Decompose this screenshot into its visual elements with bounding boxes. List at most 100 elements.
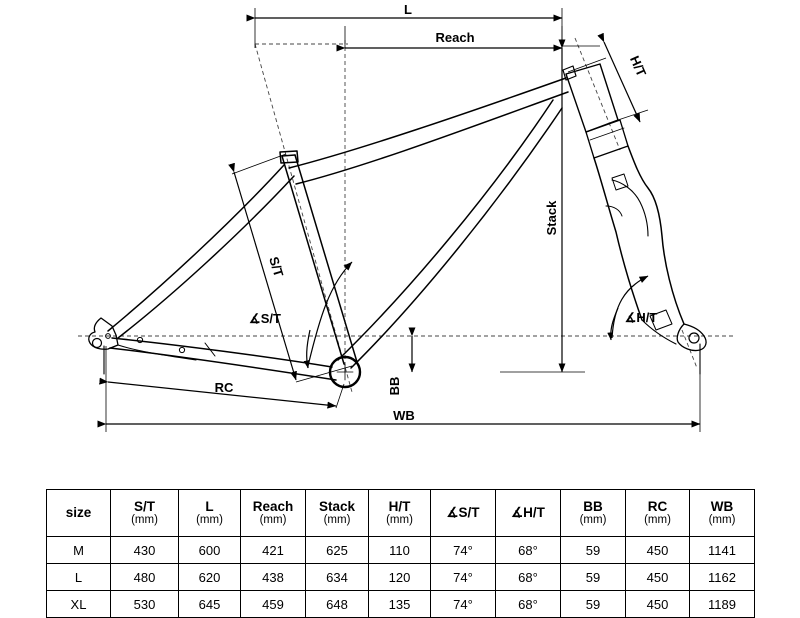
table-header-st-angle: ∡S/T	[430, 489, 496, 537]
geometry-table-wrapper: size S/T (mm) L (mm) Reach (mm) Stack (m…	[46, 489, 755, 618]
witness-st-top	[231, 153, 287, 175]
front-axle	[688, 332, 700, 344]
cell-st: 430	[110, 536, 179, 564]
cell-reach: 421	[240, 536, 306, 564]
header-label: ∡H/T	[511, 504, 545, 520]
brake-mount-lower	[178, 346, 186, 354]
header-label: WB	[710, 498, 734, 514]
label-stack: Stack	[544, 200, 559, 235]
chainstay-bridge	[204, 342, 216, 357]
label-reach: Reach	[435, 30, 474, 45]
seat-lug	[279, 150, 299, 164]
fork-crown-shoulder	[611, 179, 649, 237]
dimension-line-head-tube	[597, 32, 641, 123]
cell-bb: 59	[560, 590, 626, 618]
cell-stack: 625	[305, 536, 369, 564]
cell-reach: 459	[240, 590, 306, 618]
cell-bb: 59	[560, 536, 626, 564]
header-label: BB	[583, 498, 603, 514]
header-unit: (mm)	[196, 514, 223, 527]
label-seat-tube: S/T	[266, 255, 286, 279]
header-label: size	[65, 504, 92, 520]
label-length: L	[404, 2, 412, 17]
top-tube-upper-wall	[288, 77, 567, 169]
fork-tip-inner	[641, 319, 677, 345]
frame-geometry-diagram: L Reach Stack H/T S/T ∡S/T ∡H/T BB RC WB	[78, 2, 735, 432]
label-bottom-bracket: BB	[387, 377, 402, 396]
dimension-lines	[97, 14, 701, 428]
cell-ht: 120	[368, 563, 431, 591]
header-label: Reach	[252, 498, 294, 514]
cell-stack: 634	[305, 563, 369, 591]
cell-rc: 450	[625, 536, 690, 564]
top-tube-lower-wall	[295, 91, 569, 185]
cell-l: 600	[178, 536, 241, 564]
cell-rc: 450	[625, 563, 690, 591]
table-header-bb: BB (mm)	[560, 489, 626, 537]
header-label: ∡S/T	[446, 504, 480, 520]
cell-wb: 1162	[689, 563, 755, 591]
seat-tube-right-wall	[294, 154, 358, 363]
cell-bb: 59	[560, 563, 626, 591]
rear-axle	[91, 337, 103, 349]
label-seat-tube-angle: ∡S/T	[249, 311, 281, 326]
table-header-row: size S/T (mm) L (mm) Reach (mm) Stack (m…	[46, 489, 755, 537]
cell-st-angle: 74°	[430, 563, 496, 591]
angle-arc-st-down	[303, 329, 311, 369]
table-header-stack: Stack (mm)	[305, 489, 369, 537]
cell-st-angle: 74°	[430, 590, 496, 618]
header-unit: (mm)	[386, 514, 413, 527]
angle-arc-head-tube	[611, 275, 649, 339]
cell-size: L	[46, 563, 111, 591]
header-unit: (mm)	[131, 514, 158, 527]
cell-ht-angle: 68°	[495, 536, 561, 564]
table-header-ht: H/T (mm)	[368, 489, 431, 537]
cell-ht-angle: 68°	[495, 563, 561, 591]
table-row: L 480 620 438 634 120 74° 68° 59 450 116…	[46, 563, 755, 591]
label-rear-center: RC	[215, 380, 234, 395]
geometry-drawing: L Reach Stack H/T S/T ∡S/T ∡H/T BB RC WB	[78, 2, 735, 432]
rear-dropout-pivot	[105, 333, 111, 339]
fork-blade-notch	[605, 205, 623, 217]
cell-ht: 135	[368, 590, 431, 618]
label-head-tube-angle: ∡H/T	[625, 310, 658, 325]
witness-ht-bottom	[617, 109, 649, 121]
cell-size: M	[46, 536, 111, 564]
table-header-st: S/T (mm)	[110, 489, 179, 537]
dimension-line-seat-tube	[228, 162, 297, 381]
table-row: XL 530 645 459 648 135 74° 68° 59 450 11…	[46, 590, 755, 618]
cell-ht: 110	[368, 536, 431, 564]
header-label: S/T	[133, 498, 155, 514]
cell-stack: 648	[305, 590, 369, 618]
seat-tube-top	[281, 154, 296, 157]
angle-arc-seat-tube	[307, 261, 353, 367]
cell-l: 620	[178, 563, 241, 591]
fork-blade-front-edge	[627, 145, 685, 325]
down-tube-upper-wall	[337, 99, 554, 361]
fork-crown-line	[589, 127, 625, 141]
dropout-plate-edge	[117, 344, 197, 361]
table-row: M 430 600 421 625 110 74° 68° 59 450 114…	[46, 536, 755, 564]
cell-l: 645	[178, 590, 241, 618]
geometry-table: size S/T (mm) L (mm) Reach (mm) Stack (m…	[46, 489, 755, 618]
head-tube-axis	[574, 37, 621, 151]
header-unit: (mm)	[323, 514, 351, 527]
angle-arc-ht-down	[607, 307, 619, 341]
cell-st: 530	[110, 590, 179, 618]
table-header-l: L (mm)	[178, 489, 241, 537]
header-unit: (mm)	[579, 514, 607, 527]
witness-rc-right	[335, 383, 345, 409]
fork-blade-rear-edge	[593, 157, 643, 321]
header-unit: (mm)	[644, 514, 671, 527]
brake-tab-lower	[649, 309, 673, 331]
chainstay-lower-wall	[109, 347, 337, 381]
cell-st-angle: 74°	[430, 536, 496, 564]
header-unit: (mm)	[708, 514, 736, 527]
header-label: H/T	[388, 498, 411, 514]
header-label: RC	[647, 498, 668, 514]
cell-ht-angle: 68°	[495, 590, 561, 618]
brake-tab-upper	[611, 173, 629, 191]
witness-ht-top	[567, 57, 607, 73]
header-label: Stack	[318, 498, 356, 514]
label-wheelbase: WB	[393, 408, 415, 423]
